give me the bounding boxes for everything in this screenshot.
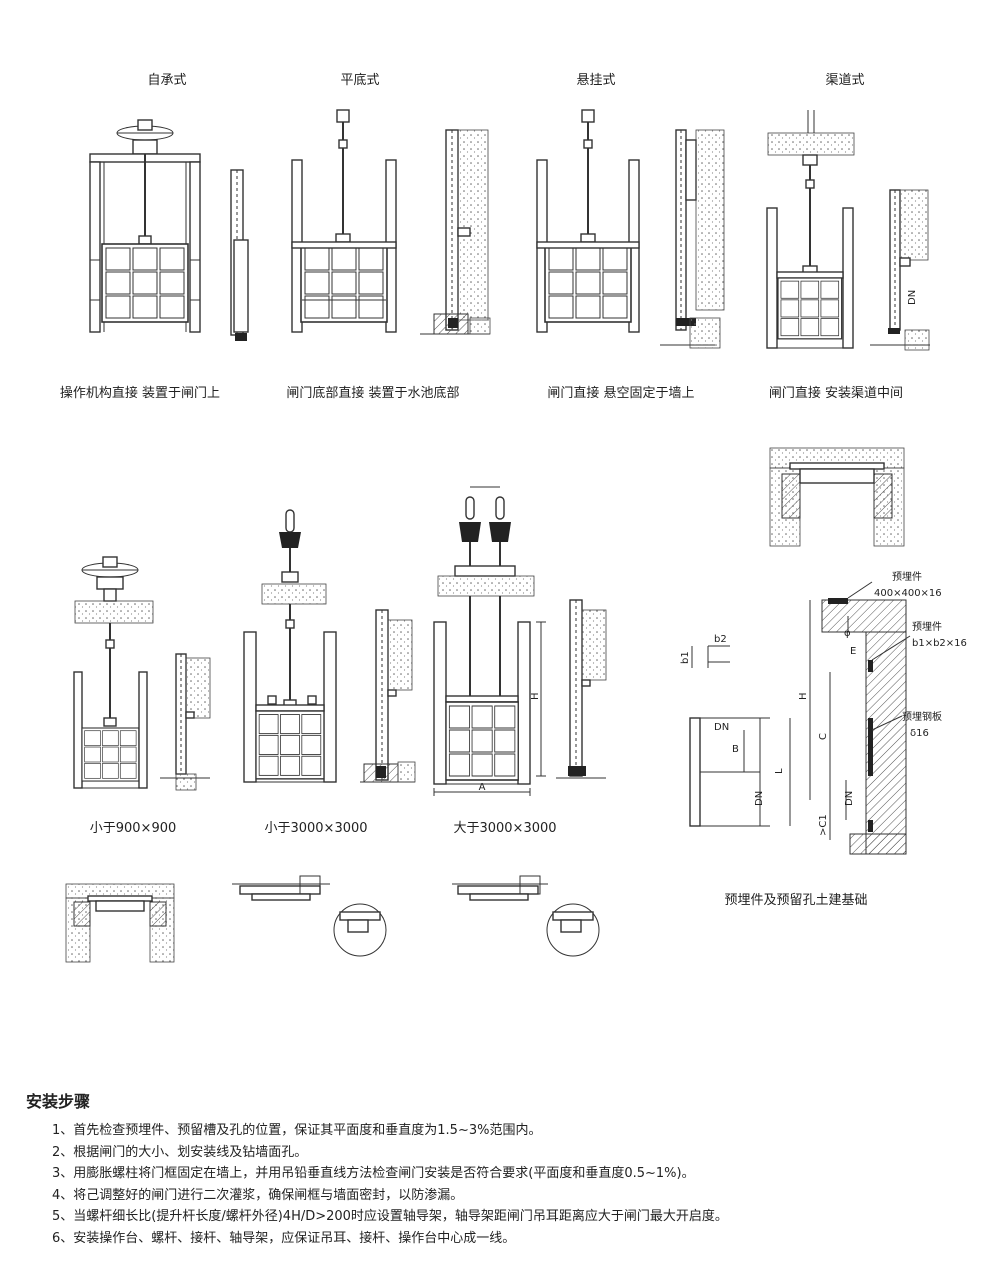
gate-installation-diagram: 自承式 平底式 悬挂式 渠道式 — [60, 72, 967, 963]
caption-small-gate: 小于900×900 — [90, 821, 177, 836]
medium-gate-drawing — [243, 509, 416, 783]
dim-h-foundation: H — [798, 692, 809, 700]
step-item-1: 1、首先检查预埋件、预留槽及孔的位置，保证其平面度和垂直度为1.5~3%范围内。 — [52, 1123, 542, 1138]
channel-plan-view — [769, 447, 905, 547]
suspended-gate-drawing — [536, 109, 725, 349]
dim-dn-3: DN — [844, 791, 855, 806]
caption-large-gate: 大于3000×3000 — [453, 821, 556, 836]
dim-b2: b2 — [714, 634, 727, 645]
caption-suspended: 闸门直接 悬空固定于墙上 — [547, 385, 694, 401]
label-embedded-1: 预埋件 — [892, 571, 922, 583]
caption-medium-gate: 小于3000×3000 — [264, 821, 367, 836]
dim-h-label: H — [530, 692, 541, 700]
title-flat-bottom: 平底式 — [340, 72, 379, 88]
dim-l: L — [774, 768, 785, 774]
installation-steps: 安装步骤 1、首先检查预埋件、预留槽及孔的位置，保证其平面度和垂直度为1.5~3… — [26, 1088, 976, 1249]
dim-dn-1: DN — [714, 722, 729, 733]
title-suspended: 悬挂式 — [576, 73, 615, 88]
small-gate-drawing — [73, 556, 211, 791]
dim-c: C — [818, 733, 829, 740]
medium-plan-view — [232, 875, 387, 957]
step-item-6: 6、安装操作台、螺杆、接杆、轴导架，应保证吊耳、接杆、操作台中心成一线。 — [52, 1230, 516, 1246]
steps-list: 1、首先检查预埋件、预留槽及孔的位置，保证其平面度和垂直度为1.5~3%范围内。… — [26, 1120, 976, 1249]
foundation-detail-drawing: b1 b2 DN B DN L φ E H C DN >C1 预埋件 — [680, 571, 967, 855]
dim-b: B — [732, 744, 739, 755]
channel-gate-drawing: DN — [766, 110, 930, 351]
large-gate-drawing: A H — [433, 486, 607, 796]
caption-channel: 闸门直接 安装渠道中间 — [769, 385, 903, 401]
step-item-4: 4、将己调整好的闸门进行二次灌浆，确保闸框与墙面密封，以防渗漏。 — [52, 1187, 464, 1203]
caption-flat-bottom: 闸门底部直接 装置于水池底部 — [286, 385, 459, 401]
title-channel: 渠道式 — [825, 73, 864, 88]
step-item-2: 2、根据闸门的大小、划安装线及钻墙面孔。 — [52, 1144, 308, 1160]
label-steel-plate: 预埋钢板 — [902, 710, 942, 723]
label-embedded-2-size: b1×b2×16 — [912, 638, 967, 649]
dim-e: E — [850, 646, 856, 657]
label-steel-plate-size: δ16 — [910, 728, 929, 739]
step-item-3: 3、用膨胀螺柱将门框固定在墙上，并用吊铅垂直线方法检查闸门安装是否符合要求(平面… — [52, 1166, 695, 1181]
steps-title: 安装步骤 — [26, 1092, 91, 1111]
large-plan-view — [452, 875, 600, 957]
label-embedded-2: 预埋件 — [912, 621, 942, 633]
small-plan-view — [65, 883, 175, 963]
dim-c1: >C1 — [818, 814, 829, 836]
dim-b1: b1 — [680, 651, 691, 664]
title-self-bearing: 自承式 — [147, 73, 186, 88]
label-embedded-1-size: 400×400×16 — [874, 588, 942, 599]
self-bearing-gate-drawing — [89, 119, 249, 341]
dim-dn-2: DN — [754, 791, 765, 806]
caption-self-bearing: 操作机构直接 装置于闸门上 — [60, 385, 220, 401]
dn-label-top: DN — [907, 290, 918, 305]
dim-phi: φ — [844, 628, 851, 639]
step-item-5: 5、当螺杆细长比(提升杆长度/螺杆外径)4H/D>200时应设置轴导架，轴导架距… — [52, 1209, 728, 1224]
caption-foundation: 预埋件及预留孔土建基础 — [724, 893, 867, 908]
flat-bottom-gate-drawing — [291, 109, 491, 335]
dim-a-label: A — [479, 782, 486, 793]
